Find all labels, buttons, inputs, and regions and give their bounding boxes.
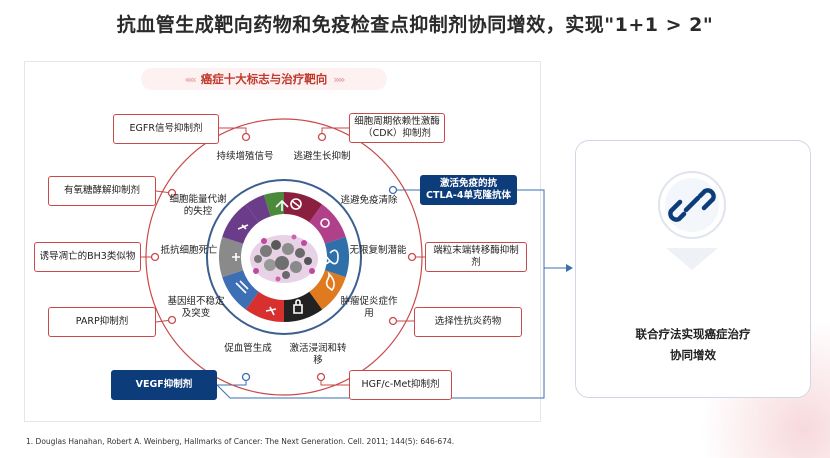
therapy-vegf: VEGF抑制剂: [111, 370, 217, 400]
ring-dot-hgf: [318, 374, 325, 381]
therapy-egfr: EGFR信号抑制剂: [113, 114, 219, 144]
hallmark-immune-destruction: 逃避免疫清除: [340, 195, 398, 207]
ring-dot-ctla4: [390, 187, 397, 194]
hallmark-immortality: 无限复制潜能: [349, 245, 407, 257]
hallmarks-wheel: [207, 180, 361, 334]
footnote: 1. Douglas Hanahan, Robert A. Weinberg, …: [26, 437, 454, 446]
ring-dot-cdk: [319, 134, 326, 141]
ring-dot-egfr: [243, 134, 250, 141]
hallmark-growth-suppressors: 逃避生长抑制: [293, 151, 351, 163]
therapy-anti-inflammatory: 选择性抗炎药物: [414, 307, 522, 337]
arrow-to-right-card: [566, 264, 573, 272]
ring-dot-bh3: [152, 254, 159, 261]
therapy-telomerase: 端粒末端转移酶抑制剂: [425, 242, 527, 272]
hallmark-proliferation: 持续增殖信号: [216, 151, 274, 163]
therapy-bh3: 诱导凋亡的BH3类似物: [34, 242, 141, 272]
therapy-hgf: HGF/c-Met抑制剂: [349, 370, 452, 400]
hallmark-energetics: 细胞能量代谢的失控: [169, 194, 227, 218]
ring-dot-vegf: [243, 374, 250, 381]
combination-line-1: 联合疗法实现癌症治疗: [575, 326, 811, 342]
wheel-seg-immortality: [325, 237, 349, 277]
hallmark-genome-instability: 基因组不稳定及突变: [167, 296, 225, 320]
hallmark-invasion: 激活浸润和转移: [289, 343, 347, 367]
hallmark-angiogenesis: 促血管生成: [219, 343, 277, 355]
therapy-parp: PARP抑制剂: [48, 307, 156, 337]
ring-dot-telomerase: [409, 254, 416, 261]
connector-vegf: [217, 377, 246, 385]
therapy-glycolysis: 有氧糖酵解抑制剂: [48, 176, 156, 206]
combination-line-2: 协同增效: [575, 347, 811, 363]
hallmark-cell-death: 抵抗细胞死亡: [160, 245, 218, 257]
therapy-cdk: 细胞周期依赖性激酶（CDK）抑制剂: [349, 113, 445, 143]
hallmark-inflammation: 肿瘤促炎症作用: [340, 296, 398, 320]
therapy-ctla4: 激活免疫的抗CTLA-4单克隆抗体: [420, 175, 517, 205]
